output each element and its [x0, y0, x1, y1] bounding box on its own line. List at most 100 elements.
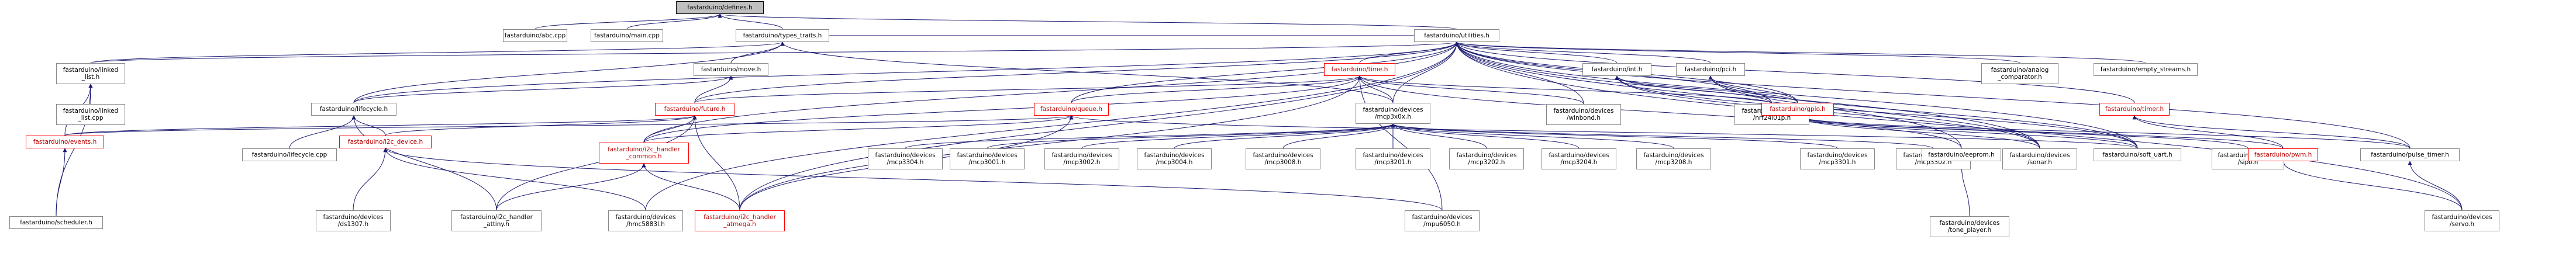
- node-label-line: fastarduino/lifecycle.h: [319, 105, 388, 113]
- node-mpu6050[interactable]: fastarduino/devices/mpu6050.h: [1405, 210, 1480, 231]
- node-i2c-device[interactable]: fastarduino/i2c_device.h: [339, 136, 432, 148]
- node-mcp3004[interactable]: fastarduino/devices/mcp3004.h: [1137, 148, 1212, 169]
- node-label-line: fastarduino/devices: [1643, 151, 1704, 159]
- node-analog-comparator[interactable]: fastarduino/analog_comparator.h: [1981, 63, 2058, 84]
- node-mcp3201[interactable]: fastarduino/devices/mcp3201.h: [1356, 148, 1430, 169]
- node-label-line: /mcp3002.h: [1063, 159, 1101, 166]
- node-mcp3208[interactable]: fastarduino/devices/mcp3208.h: [1636, 148, 1711, 169]
- edge-i2c-handler-common-to-i2c-handler-attiny: [496, 163, 646, 211]
- node-label-line: fastarduino/move.h: [701, 65, 761, 73]
- node-label-line: fastarduino/devices: [323, 213, 384, 221]
- node-label-line: fastarduino/events.h: [33, 138, 97, 145]
- node-label-line: /mcp3201.h: [1374, 159, 1412, 166]
- node-future-h[interactable]: fastarduino/future.h: [655, 103, 734, 116]
- node-ds1307[interactable]: fastarduino/devices/ds1307.h: [316, 210, 391, 231]
- node-label-line: /mcp3208.h: [1655, 159, 1692, 166]
- edge-i2c-device-to-ds1307: [353, 148, 388, 211]
- node-label-line: /ds1307.h: [337, 221, 369, 228]
- node-label-line: fastarduino/queue.h: [1040, 105, 1103, 113]
- node-mcp3002[interactable]: fastarduino/devices/mcp3002.h: [1044, 148, 1119, 169]
- edge-gpio-h-to-sonar: [1795, 115, 2040, 149]
- node-label-line: fastarduino/devices: [2432, 213, 2492, 221]
- node-events-h[interactable]: fastarduino/events.h: [26, 136, 104, 148]
- edge-utilities-to-analog-comparator: [1454, 41, 2020, 64]
- node-mcp3304[interactable]: fastarduino/devices/mcp3304.h: [868, 148, 943, 169]
- node-label-line: fastarduino/devices: [957, 151, 1018, 159]
- edge-int-h-to-gpio-h: [1615, 75, 1798, 103]
- edge-move-h-to-future-h: [694, 75, 733, 103]
- node-label-line: fastarduino/pulse_timer.h: [2371, 151, 2449, 158]
- node-label-line: fastarduino/gpio.h: [1770, 105, 1826, 113]
- edge-timer-h-to-pwm-h: [2132, 115, 2284, 149]
- edge-future-h-to-i2c-handler-common: [643, 115, 697, 143]
- node-label-line: fastarduino/analog: [1991, 66, 2049, 74]
- node-utilities[interactable]: fastarduino/utilities.h: [1414, 29, 1499, 42]
- node-label-line: fastarduino/linked: [63, 66, 119, 74]
- node-gpio-h[interactable]: fastarduino/gpio.h: [1761, 103, 1834, 116]
- node-i2c-handler-common[interactable]: fastarduino/i2c_handler_common.h: [599, 143, 689, 164]
- node-label-line: fastarduino/devices: [1553, 107, 1614, 115]
- node-mcp3202[interactable]: fastarduino/devices/mcp3202.h: [1449, 148, 1524, 169]
- node-label-line: fastarduino/eeprom.h: [1928, 151, 1995, 158]
- edge-mcp3x0x-to-mcp3002: [1081, 123, 1395, 149]
- node-mcp3x0x[interactable]: fastarduino/devices/mcp3x0x.h: [1356, 103, 1430, 124]
- node-label-line: fastarduino/abc.cpp: [504, 32, 566, 39]
- edge-mcp3x0x-to-mcp3004: [1174, 123, 1395, 149]
- node-scheduler-h[interactable]: fastarduino/scheduler.h: [9, 216, 103, 229]
- node-eeprom-h[interactable]: fastarduino/eeprom.h: [1922, 148, 2001, 161]
- node-label-line: fastarduino/pwm.h: [2254, 151, 2312, 158]
- edge-utilities-to-empty-streams: [1454, 41, 2146, 64]
- edge-utilities-to-pci-h: [1454, 41, 1711, 64]
- node-timer-h[interactable]: fastarduino/timer.h: [2099, 103, 2170, 116]
- edge-utilities-to-future-h: [694, 41, 1459, 103]
- node-label-line: fastarduino/scheduler.h: [20, 218, 92, 226]
- node-label-line: /mcp3304.h: [887, 159, 924, 166]
- node-label-line: fastarduino/devices: [1363, 106, 1423, 113]
- node-move-h[interactable]: fastarduino/move.h: [694, 63, 768, 76]
- node-main-cpp[interactable]: fastarduino/main.cpp: [591, 29, 663, 42]
- node-hmc5883l[interactable]: fastarduino/devices/hmc5883l.h: [608, 210, 683, 231]
- node-defines[interactable]: fastarduino/defines.h: [676, 1, 764, 14]
- node-sonar[interactable]: fastarduino/devices/sonar.h: [2002, 148, 2077, 169]
- edge-time-h-to-i2c-handler-atmega: [739, 75, 1362, 211]
- node-queue-h[interactable]: fastarduino/queue.h: [1034, 103, 1109, 116]
- node-label-line: fastarduino/devices: [1412, 213, 1473, 221]
- node-i2c-handler-atmega[interactable]: fastarduino/i2c_handler_atmega.h: [695, 210, 785, 231]
- edge-utilities-to-i2c-handler-atmega: [739, 41, 1459, 211]
- node-mcp3008[interactable]: fastarduino/devices/mcp3008.h: [1246, 148, 1320, 169]
- edge-pci-h-to-gpio-h: [1708, 75, 1798, 103]
- node-winbond[interactable]: fastarduino/devices/winbond.h: [1546, 104, 1621, 125]
- node-label-line: fastarduino/devices: [1456, 151, 1517, 159]
- node-i2c-handler-attiny[interactable]: fastarduino/i2c_handler_attiny.h: [451, 210, 542, 231]
- node-pci-h[interactable]: fastarduino/pci.h: [1676, 63, 1745, 76]
- node-mcp3001[interactable]: fastarduino/devices/mcp3001.h: [950, 148, 1025, 169]
- node-time-h[interactable]: fastarduino/time.h: [1324, 63, 1395, 76]
- edge-mcp3x0x-to-mcp3008: [1282, 123, 1395, 149]
- node-pwm-h[interactable]: fastarduino/pwm.h: [2248, 148, 2318, 161]
- node-pulse-timer[interactable]: fastarduino/pulse_timer.h: [2360, 148, 2460, 161]
- node-mcp3204[interactable]: fastarduino/devices/mcp3204.h: [1542, 148, 1616, 169]
- node-abc-cpp[interactable]: fastarduino/abc.cpp: [503, 29, 567, 42]
- node-mcp3301[interactable]: fastarduino/devices/mcp3301.h: [1800, 148, 1875, 169]
- node-empty-streams[interactable]: fastarduino/empty_streams.h: [2094, 63, 2198, 76]
- edge-utilities-to-queue-h: [1071, 41, 1459, 103]
- node-linked-list-h[interactable]: fastarduino/linked_list.h: [56, 63, 125, 84]
- node-int-h[interactable]: fastarduino/int.h: [1582, 63, 1651, 76]
- node-lifecycle-h[interactable]: fastarduino/lifecycle.h: [311, 103, 396, 116]
- node-types-traits[interactable]: fastarduino/types_traits.h: [736, 29, 829, 42]
- edge-gpio-h-to-pwm-h: [1795, 115, 2284, 149]
- node-servo[interactable]: fastarduino/devices/servo.h: [2425, 210, 2499, 231]
- node-label-line: fastarduino/devices: [1549, 151, 1609, 159]
- node-tone-player[interactable]: fastarduino/devices/tone_player.h: [1930, 216, 2009, 237]
- edge-gpio-h-to-soft-uart: [1795, 115, 2138, 149]
- edge-time-h-to-future-h: [694, 75, 1362, 103]
- node-soft-uart[interactable]: fastarduino/soft_uart.h: [2094, 148, 2181, 161]
- edge-types-traits-to-linked-list-h: [90, 41, 785, 64]
- node-linked-list-cpp[interactable]: fastarduino/linked_list.cpp: [56, 104, 125, 125]
- node-label-line: fastarduino/utilities.h: [1424, 32, 1489, 39]
- edge-events-h-to-scheduler-h: [56, 148, 67, 217]
- node-label-line: fastarduino/linked: [63, 107, 119, 115]
- node-label-line: _attiny.h: [483, 221, 510, 228]
- node-lifecycle-cpp[interactable]: fastarduino/lifecycle.cpp: [242, 148, 337, 161]
- node-label-line: /mcp3202.h: [1468, 159, 1505, 166]
